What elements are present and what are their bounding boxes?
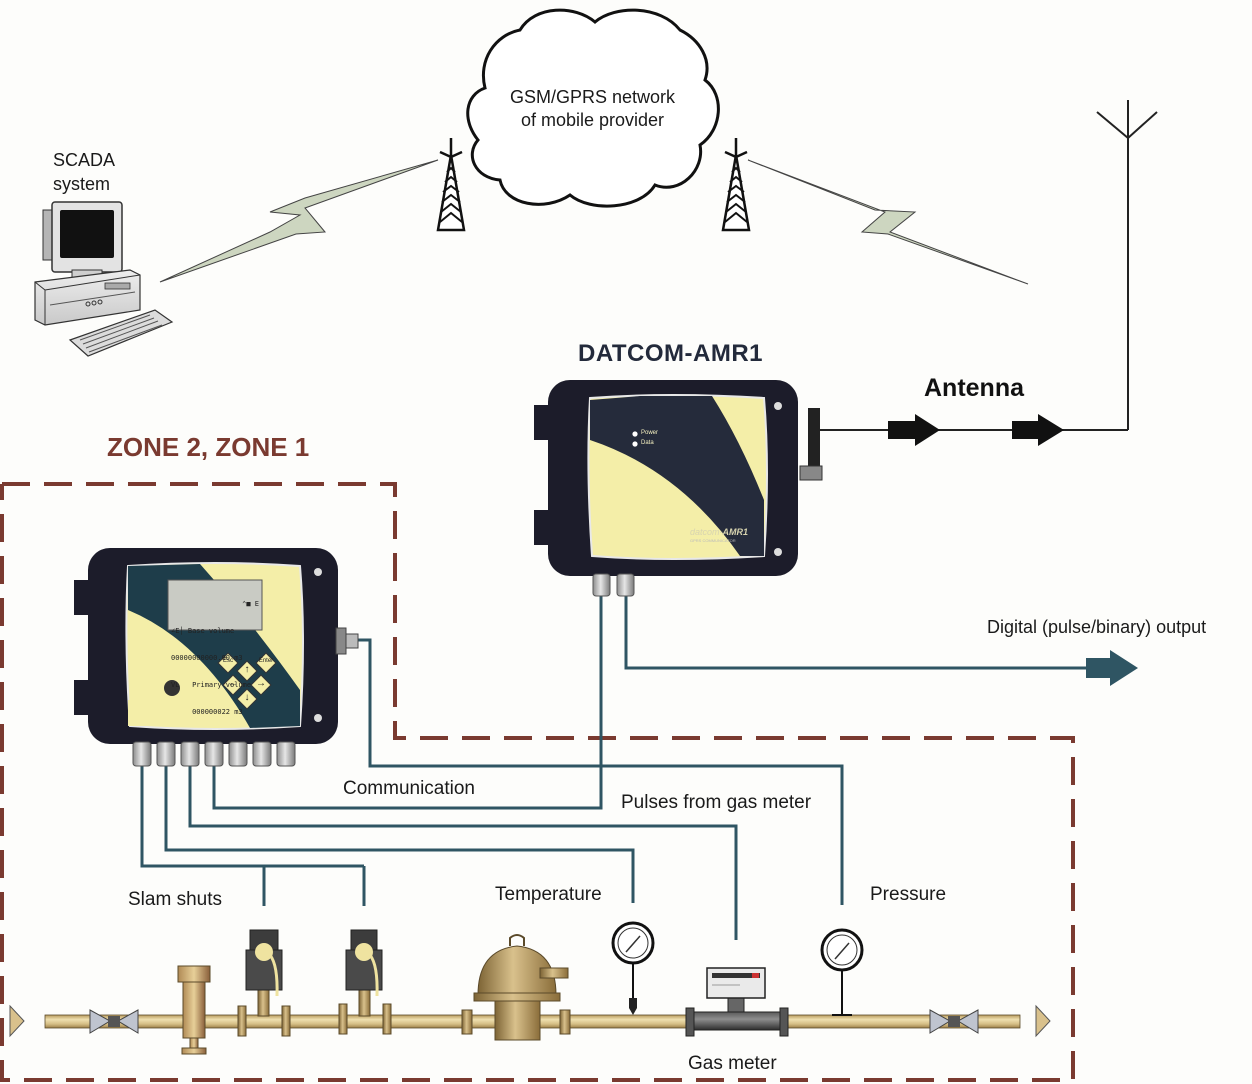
key-esc-label: Esc: [222, 658, 233, 664]
gas-filter-icon: [177, 965, 211, 1055]
temperature-gauge-icon: [611, 921, 655, 1015]
key-left-label: ←: [228, 678, 238, 689]
led-power-label: Power: [641, 430, 659, 436]
antenna-cable: [818, 414, 1128, 446]
pressure-gauge-icon: [820, 928, 864, 1016]
led-data-label: Data: [641, 440, 654, 446]
cable-communication: [212, 596, 603, 810]
volume-corrector-device: [74, 548, 359, 767]
communication-label: Communication: [343, 778, 475, 799]
pressure-regulator-icon: [461, 934, 571, 1041]
external-antenna-icon: [1096, 100, 1158, 430]
amr-brand-model: AMR1: [722, 527, 749, 537]
ball-valve-outlet-icon: [929, 1009, 979, 1034]
flow-outlet-arrow-icon: [1035, 1004, 1051, 1038]
cell-tower-right-icon: [721, 138, 751, 232]
wireless-link-right-icon: [747, 159, 1029, 285]
network-label-line1: GSM/GPRS network: [509, 87, 676, 107]
key-right: [250, 674, 272, 696]
key-right-label: →: [256, 678, 266, 689]
scada-label-line1: SCADA: [53, 150, 116, 170]
cable-digital-output: [624, 596, 1090, 670]
amr-subtitle: GPRS COMMUNICATOR: [690, 538, 736, 543]
slam-shut-valve-2-icon: [338, 929, 392, 1035]
cable-temperature: [164, 766, 635, 903]
pressure-label: Pressure: [870, 884, 947, 905]
lcd-line-1: ∠E│ Base volume: [171, 627, 235, 635]
gas-meter-icon: [685, 967, 789, 1037]
key-enter: [255, 652, 277, 674]
flow-inlet-arrow-icon: [9, 1004, 25, 1038]
antenna-label: Antenna: [924, 374, 1024, 402]
lcd-line-4: 000000022 m3: [171, 708, 243, 716]
lcd-display: ⌃■ E ∠E│ Base volume 00000000000.00 m3 V…: [171, 582, 259, 726]
cable-slam-shuts: [140, 766, 266, 906]
lcd-status-icons: ⌃■ E: [242, 600, 259, 608]
key-esc: [217, 652, 239, 674]
cable-pressure: [350, 638, 844, 905]
wireless-link-left-icon: [159, 159, 439, 283]
temperature-label: Temperature: [495, 884, 602, 905]
key-up-label: ↑: [244, 664, 250, 675]
antenna-arrow-1-icon: [888, 414, 940, 446]
key-up: [236, 660, 258, 682]
antenna-arrow-2-icon: [1012, 414, 1064, 446]
scada-label: SCADA system: [53, 148, 115, 196]
network-label-line2: of mobile provider: [520, 110, 665, 130]
zone-label: ZONE 2, ZONE 1: [107, 432, 310, 462]
slam-shuts-label: Slam shuts: [128, 889, 222, 910]
slam-shut-valve-1-icon: [237, 929, 291, 1037]
lcd-line-3: VL Primary volume: [171, 681, 252, 689]
device-title: DATCOM-AMR1: [578, 340, 764, 367]
scada-label-line2: system: [53, 174, 111, 194]
signal-cables: [140, 596, 1090, 940]
key-down-label: ↓: [244, 692, 250, 703]
hazardous-zone-border: [0, 482, 1075, 1082]
gas-meter-label: Gas meter: [688, 1053, 777, 1074]
digital-output-label: Digital (pulse/binary) output: [987, 617, 1207, 637]
cable-pulses: [188, 766, 738, 940]
ball-valve-inlet-icon: [89, 1009, 139, 1034]
key-enter-label: Enter: [258, 658, 274, 664]
key-down: [236, 688, 258, 710]
cell-tower-left-icon: [436, 138, 466, 232]
digital-output-arrow-icon: [1086, 650, 1138, 686]
key-left: [222, 674, 244, 696]
amr-brand-label: datcom-AMR1: [690, 527, 748, 537]
scada-computer-icon: [34, 201, 174, 357]
network-cloud-label: GSM/GPRS network of mobile provider: [490, 86, 695, 132]
datcom-amr1-device: [534, 380, 823, 597]
pulses-label: Pulses from gas meter: [621, 792, 812, 813]
lcd-line-2: 00000000000.00 m3: [171, 654, 243, 662]
gsm-network-cloud: [466, 8, 720, 208]
amr-brand-prefix: datcom-: [690, 527, 723, 537]
